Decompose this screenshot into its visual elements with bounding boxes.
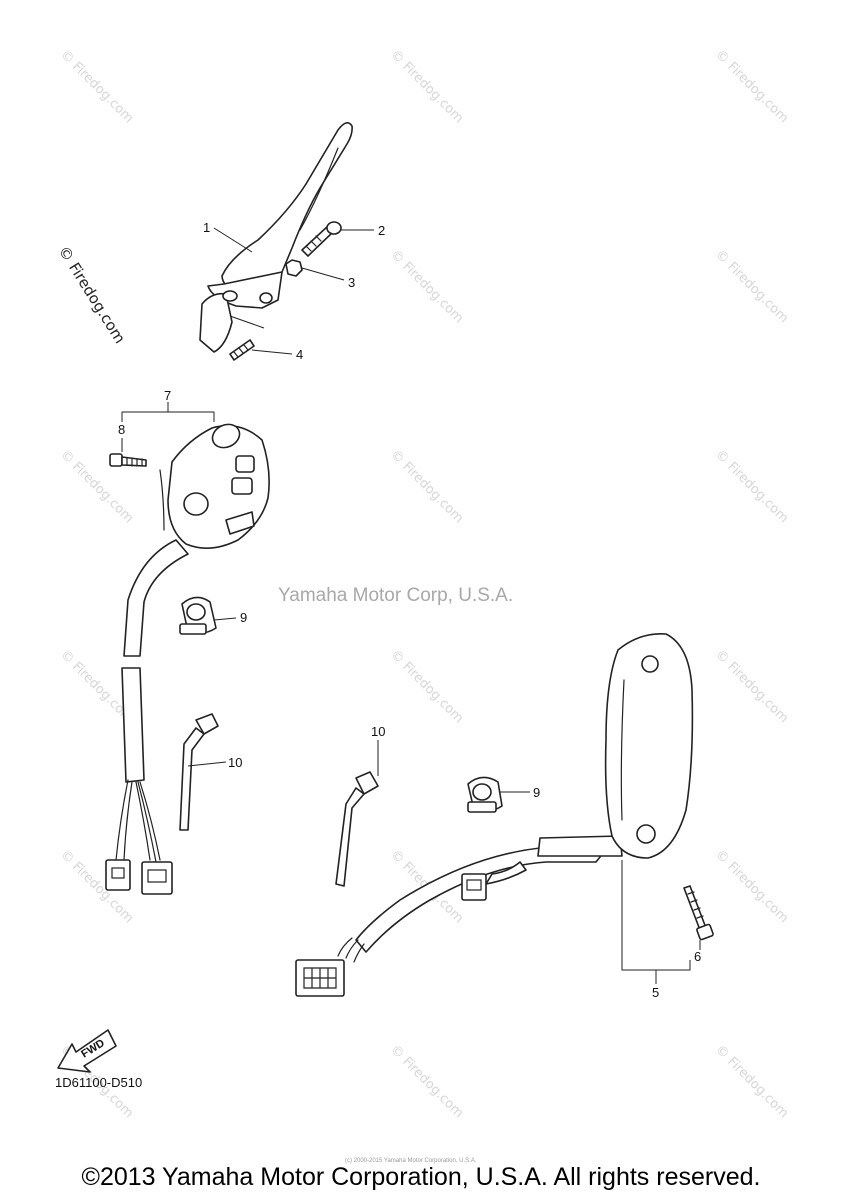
- callout-3: 3: [348, 275, 355, 290]
- callout-1: 1: [203, 220, 210, 235]
- watermark-left: © Firedog.com: [55, 243, 129, 347]
- cable-clamp-left: [179, 596, 217, 635]
- watermark: © Firedog.com: [712, 447, 791, 526]
- cable-tie-left: [179, 713, 219, 831]
- lever-nut: [285, 259, 303, 277]
- watermark: © Firedog.com: [712, 1042, 791, 1121]
- cable-tie-right: [335, 771, 379, 887]
- callout-6: 6: [694, 949, 701, 964]
- left-handlebar-switch: [105, 423, 270, 895]
- watermark: © Firedog.com: [387, 447, 466, 526]
- watermark: © Firedog.com: [712, 847, 791, 926]
- callout-10-right: 10: [371, 724, 385, 739]
- copyright-small: (c) 2000-2015 Yamaha Motor Corporation, …: [345, 1158, 477, 1164]
- pivot-bolt: [301, 221, 342, 257]
- watermark: © Firedog.com: [387, 247, 466, 326]
- clutch-lever: [199, 122, 353, 353]
- callout-9-right: 9: [533, 785, 540, 800]
- diagram-code: 1D61100-D510: [55, 1075, 143, 1090]
- watermark: © Firedog.com: [712, 647, 791, 726]
- callout-4: 4: [296, 347, 303, 362]
- callout-2: 2: [378, 223, 385, 238]
- callout-5: 5: [652, 985, 659, 1000]
- watermark: © Firedog.com: [387, 1042, 466, 1121]
- callout-9-left: 9: [240, 610, 247, 625]
- watermark: © Firedog.com: [387, 47, 466, 126]
- switch-screw-right: [683, 885, 714, 941]
- footer-copyright: ©2013 Yamaha Motor Corporation, U.S.A. A…: [81, 1163, 761, 1191]
- watermark: © Firedog.com: [387, 647, 466, 726]
- watermark: © Firedog.com: [712, 247, 791, 326]
- switch-screw: [109, 453, 147, 467]
- watermark: © Firedog.com: [712, 47, 791, 126]
- cable-clamp-right: [467, 776, 503, 813]
- adjuster-screw: [229, 339, 255, 361]
- callout-8: 8: [118, 422, 125, 437]
- callout-10-left: 10: [228, 755, 242, 770]
- center-watermark: Yamaha Motor Corp, U.S.A.: [278, 585, 514, 606]
- watermark: © Firedog.com: [57, 47, 136, 126]
- callout-7: 7: [164, 388, 171, 403]
- callout-numbers: 1 2 3 4 5 6 7 8 9 9 10 10: [118, 220, 701, 1000]
- right-handlebar-switch: [295, 633, 694, 997]
- leader-lines: [121, 227, 701, 984]
